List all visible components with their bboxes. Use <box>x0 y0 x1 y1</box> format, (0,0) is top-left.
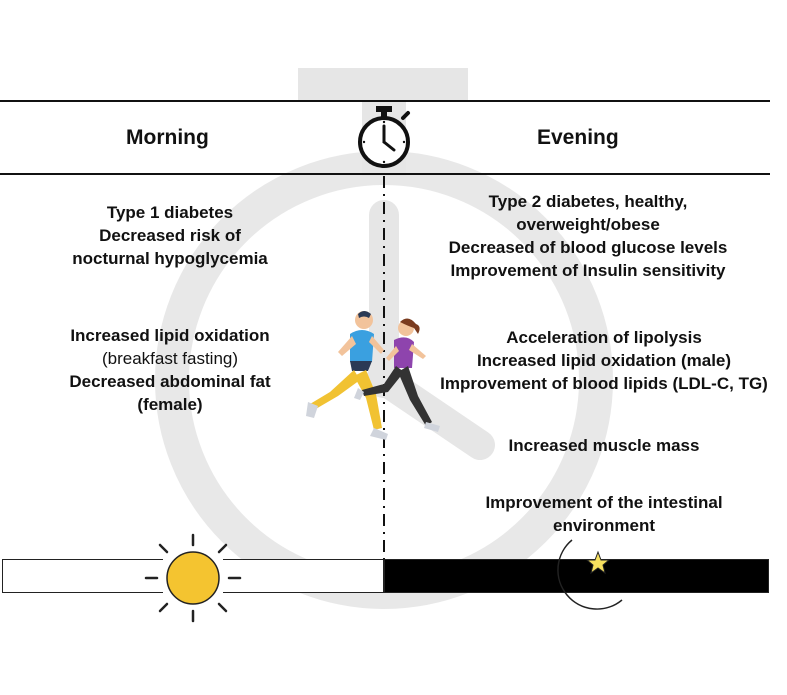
header-bottom-rule <box>0 173 770 175</box>
timeline-divider <box>383 176 385 560</box>
sun-icon <box>144 533 242 623</box>
morning-block1-line: nocturnal hypoglycemia <box>72 249 268 268</box>
evening-block4-line: Improvement of the intestinal <box>485 493 723 512</box>
evening-block1-line: Improvement of Insulin sensitivity <box>450 261 726 280</box>
morning-lipid-block: Increased lipid oxidation (breakfast fas… <box>40 324 300 416</box>
evening-lipid-block: Acceleration of lipolysis Increased lipi… <box>424 326 784 395</box>
morning-block2-line: (female) <box>137 395 203 414</box>
morning-block2-line: (breakfast fasting) <box>101 349 239 368</box>
morning-block2-line: Decreased abdominal fat <box>69 372 271 391</box>
runners-icon <box>306 311 440 440</box>
morning-type1-block: Type 1 diabetes Decreased risk of noctur… <box>55 201 285 270</box>
crescent-moon-icon <box>557 539 623 610</box>
stopwatch-icon <box>358 106 410 168</box>
morning-block1-line: Type 1 diabetes <box>106 203 234 222</box>
evening-block1-line: Decreased of blood glucose levels <box>448 238 728 257</box>
evening-block1-line: overweight/obese <box>516 215 660 234</box>
morning-label: Morning <box>126 126 209 149</box>
evening-block1-line: Type 2 diabetes, healthy, <box>488 192 688 211</box>
evening-intestinal-block: Improvement of the intestinal environmen… <box>444 491 764 537</box>
evening-block2-line: Improvement of blood lipids (LDL-C, TG) <box>440 374 768 393</box>
evening-block4-line: environment <box>552 516 656 535</box>
evening-muscle-block: Increased muscle mass <box>454 434 754 457</box>
evening-block2-line: Increased lipid oxidation (male) <box>476 351 732 370</box>
header-top-rule <box>0 100 770 102</box>
evening-type2-block: Type 2 diabetes, healthy, overweight/obe… <box>418 190 758 282</box>
morning-block2-line: Increased lipid oxidation <box>70 326 270 345</box>
night-bar <box>384 559 769 593</box>
evening-block3-line: Increased muscle mass <box>508 436 700 455</box>
evening-block2-line: Acceleration of lipolysis <box>506 328 702 347</box>
evening-label: Evening <box>537 126 619 149</box>
morning-block1-line: Decreased risk of <box>99 226 241 245</box>
